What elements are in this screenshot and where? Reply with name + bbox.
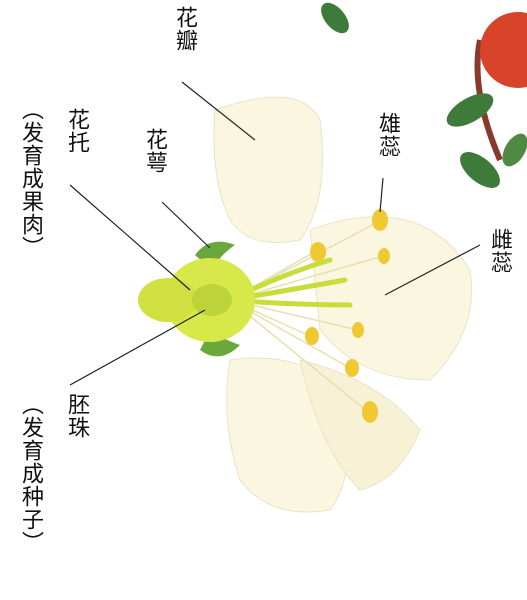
- label-ovule-note: （发育成种子）: [14, 393, 46, 554]
- leader-sepal: [162, 202, 210, 248]
- leaf-icon: [497, 129, 527, 170]
- label-petal: 花瓣: [168, 6, 200, 52]
- leaf-icon: [316, 0, 354, 38]
- label-ovule: 胚珠: [60, 393, 92, 439]
- ovary: [192, 284, 232, 316]
- apple-icon: [480, 12, 527, 88]
- label-receptacle-note: （发育成果肉）: [14, 98, 46, 259]
- leader-receptacle: [70, 185, 190, 290]
- label-sepal: 花萼: [138, 128, 170, 174]
- label-receptacle: 花托: [60, 108, 92, 154]
- petal-right: [310, 217, 472, 380]
- leader-ovule: [70, 310, 205, 385]
- label-stamen: 雄蕊: [371, 112, 403, 158]
- petal-top: [214, 97, 323, 242]
- leader-stamen: [380, 178, 383, 212]
- label-pistil: 雌蕊: [483, 228, 515, 274]
- receptacle-base: [138, 278, 198, 322]
